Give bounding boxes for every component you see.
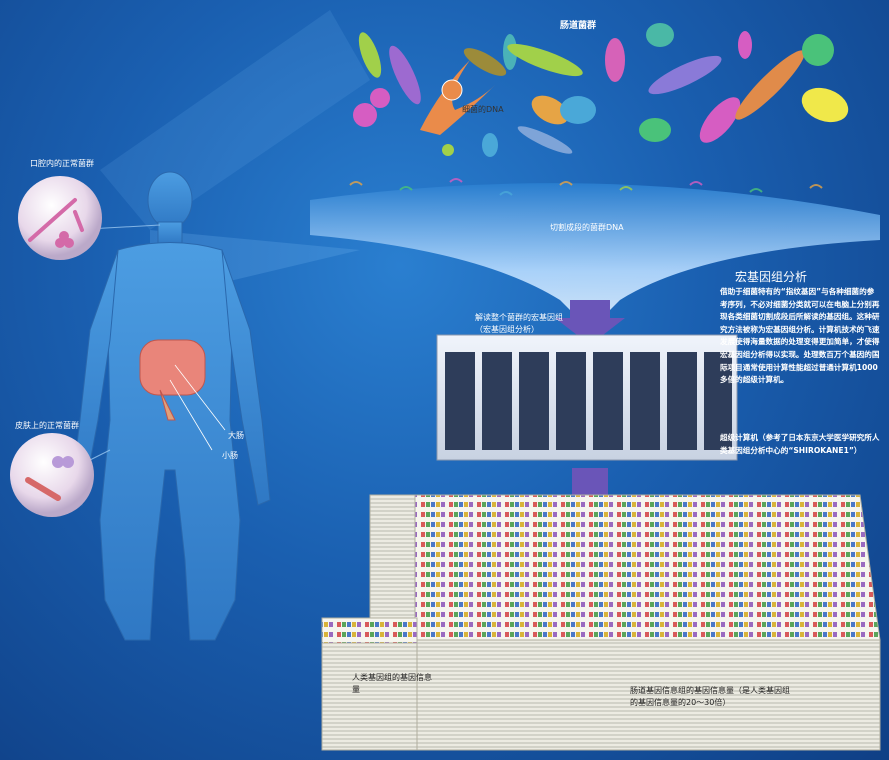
- small-intestine-label: 小肠: [222, 451, 238, 460]
- skin-flora-label: 皮肤上的正常菌群: [15, 421, 79, 430]
- gut-data-stack: [369, 494, 881, 751]
- supercomputer-note: 超级计算机（参考了日本东京大学医学研究所人类基因组分析中心的“SHIROKANE…: [720, 433, 880, 455]
- dna-funnel: [310, 183, 880, 330]
- oral-flora-label: 口腔内的正常菌群: [30, 159, 94, 168]
- decode-label: 解读整个菌群的宏基因组: [475, 313, 563, 322]
- large-intestine-label: 大肠: [228, 431, 244, 440]
- human-stack-label: 人类基因组的基因信息量: [352, 673, 432, 694]
- description-title: 宏基因组分析: [735, 270, 808, 284]
- decode-sub-label: （宏基因组分析）: [475, 325, 539, 334]
- intestine-illustration: [139, 339, 206, 421]
- gut-flora-label: 肠道菌群: [560, 21, 597, 31]
- description-body: 借助于细菌特有的“指纹基因”与各种细菌的参考序列，不必对细菌分类就可以在电脑上分…: [720, 287, 880, 385]
- gut-stack-label: 肠道基因信息组的基因信息量（是人类基因组的基因信息量的20～30倍）: [630, 686, 790, 707]
- human-data-stack: [321, 617, 418, 751]
- arrow-down-icon: [555, 300, 625, 345]
- bacteria-cluster: [353, 23, 849, 157]
- bacterial-dna-label: 细菌的DNA: [462, 105, 504, 114]
- cut-dna-label: 切割成段的菌群DNA: [550, 223, 624, 232]
- supercomputer: [436, 334, 738, 461]
